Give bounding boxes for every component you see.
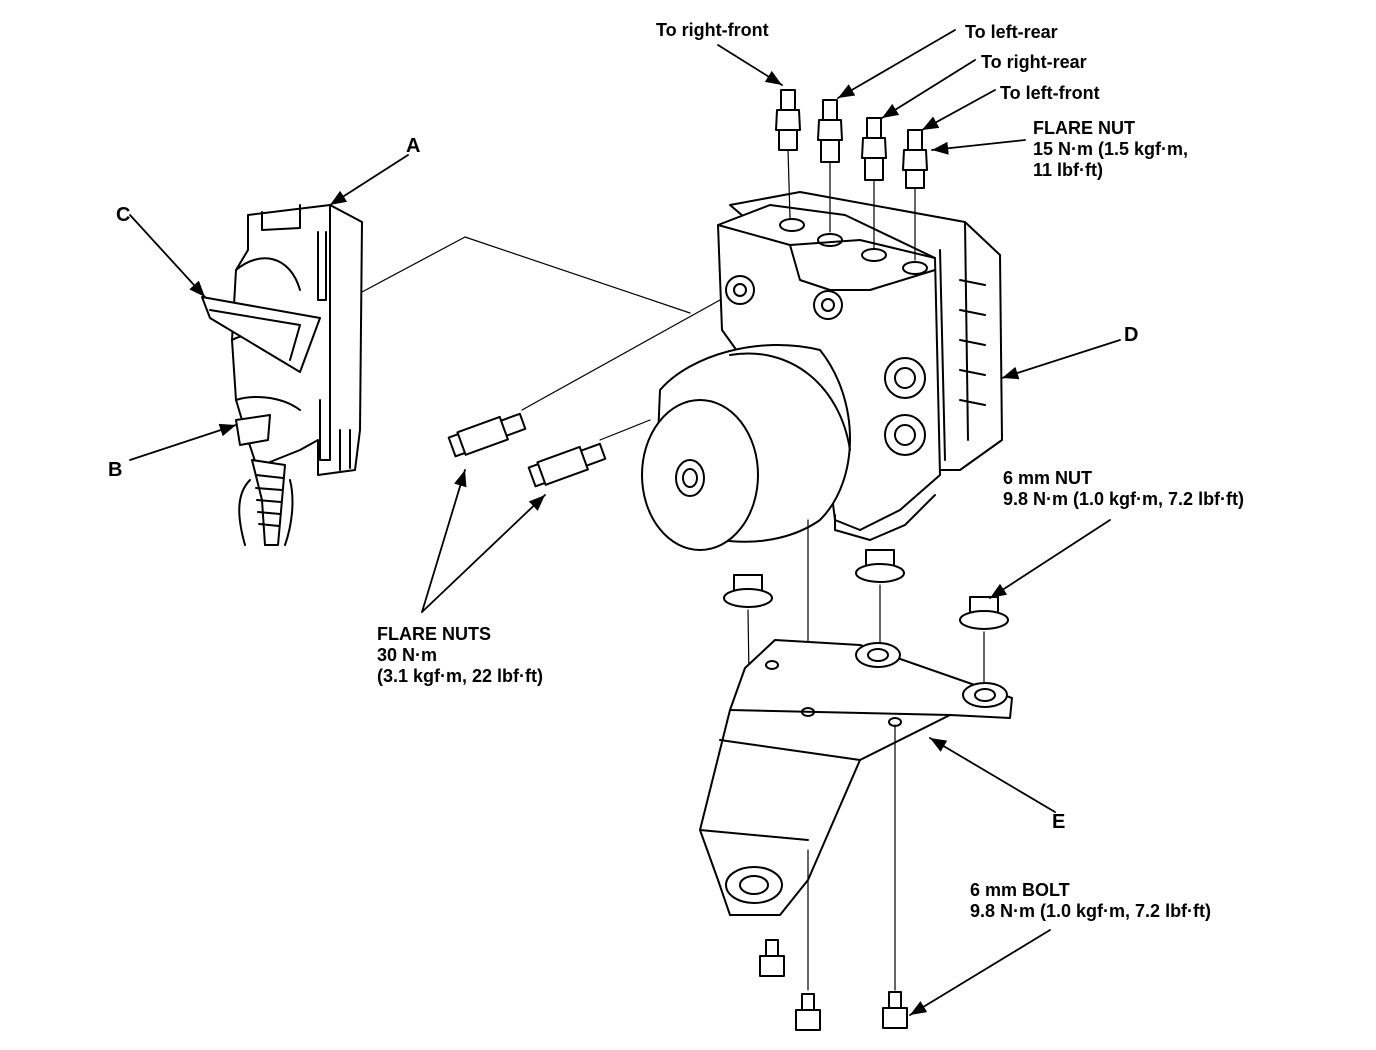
nut-6mm-title: 6 mm NUT [1003, 468, 1093, 488]
bracket-e [699, 639, 1013, 916]
leader-arrows [129, 29, 1121, 1016]
flare-nut-torque: 15 N·m (1.5 kgf·m, [1033, 139, 1189, 159]
label-6mm-nut: 6 mm NUT 9.8 N·m (1.0 kgf·m, 7.2 lbf·ft) [1003, 468, 1244, 510]
flare-nuts-torque-cont: (3.1 kgf·m, 22 lbf·ft) [377, 666, 544, 686]
label-6mm-bolt: 6 mm BOLT 9.8 N·m (1.0 kgf·m, 7.2 lbf·ft… [970, 880, 1211, 922]
bracket-bolts [759, 724, 908, 1031]
label-flare-nuts: FLARE NUTS 30 N·m (3.1 kgf·m, 22 lbf·ft) [377, 624, 543, 687]
label-to-left-front: To left-front [1000, 83, 1100, 103]
callout-c: C [116, 204, 131, 226]
side-flare-nuts [447, 299, 721, 488]
callout-e: E [1052, 811, 1066, 833]
label-flare-nut: FLARE NUT 15 N·m (1.5 kgf·m, 11 lbf·ft) [1033, 118, 1188, 181]
bolt-6mm-title: 6 mm BOLT [970, 880, 1070, 900]
label-to-right-front: To right-front [656, 20, 769, 40]
label-to-left-rear: To left-rear [965, 22, 1058, 42]
nut-6mm-torque: 9.8 N·m (1.0 kgf·m, 7.2 lbf·ft) [1003, 489, 1245, 509]
flare-nut-title: FLARE NUT [1033, 118, 1135, 138]
flare-nut-torque-cont: 11 lbf·ft) [1033, 160, 1103, 180]
connector-a [201, 204, 363, 546]
label-to-right-rear: To right-rear [981, 52, 1087, 72]
bolt-6mm-torque: 9.8 N·m (1.0 kgf·m, 7.2 lbf·ft) [970, 901, 1212, 921]
top-flare-nuts [775, 89, 928, 261]
flare-nuts-torque: 30 N·m [377, 645, 438, 665]
callout-a: A [406, 135, 421, 157]
callout-d: D [1124, 324, 1139, 346]
modulator-unit-d [641, 191, 1003, 551]
flare-nuts-title: FLARE NUTS [377, 624, 491, 644]
callout-b: B [108, 459, 123, 481]
